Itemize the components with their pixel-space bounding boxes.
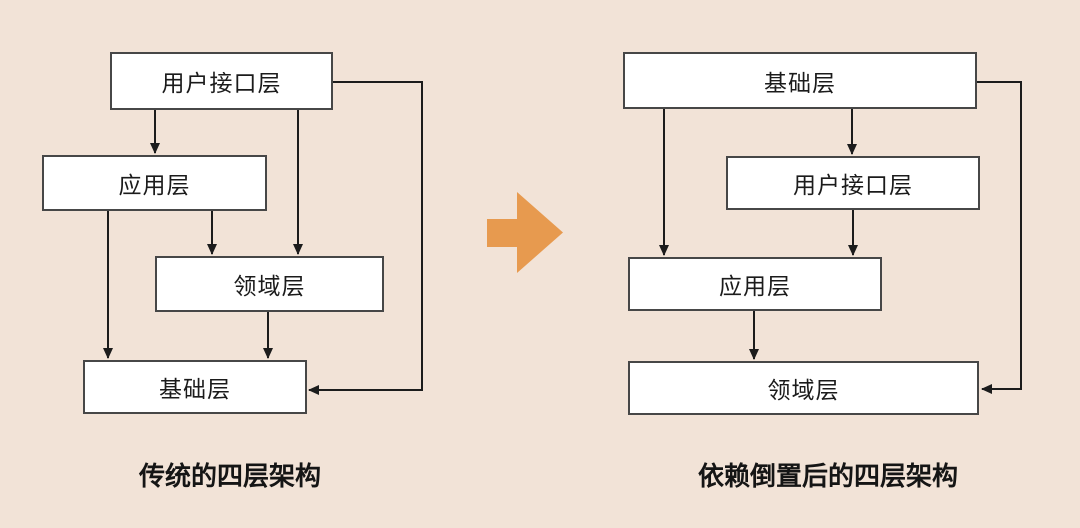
left-box-application-layer: 应用层 (42, 155, 267, 211)
box-label: 领域层 (233, 273, 306, 299)
left-box-infrastructure-layer: 基础层 (83, 360, 307, 414)
box-label: 基础层 (764, 69, 836, 96)
left-box-user-interface-layer: 用户接口层 (110, 52, 333, 110)
right-diagram-caption: 依赖倒置后的四层架构 (698, 461, 959, 491)
transform-right-arrow-icon (487, 192, 563, 273)
left-connector-ui-to-infra-elbow (308, 81, 423, 395)
left-box-domain-layer: 领域层 (155, 256, 384, 312)
right-box-user-interface-layer: 用户接口层 (726, 156, 980, 210)
right-box-domain-layer: 领域层 (628, 361, 979, 415)
box-label: 领域层 (767, 377, 840, 403)
box-label: 基础层 (159, 376, 231, 402)
right-connector-infra-to-domain-elbow (977, 81, 1022, 394)
box-label: 用户接口层 (161, 70, 282, 96)
box-label: 用户接口层 (793, 172, 913, 198)
left-diagram-caption: 传统的四层架构 (138, 461, 321, 491)
right-box-application-layer: 应用层 (628, 257, 882, 311)
right-box-infrastructure-layer: 基础层 (623, 52, 977, 109)
box-label: 应用层 (719, 273, 791, 299)
box-label: 应用层 (118, 172, 191, 198)
